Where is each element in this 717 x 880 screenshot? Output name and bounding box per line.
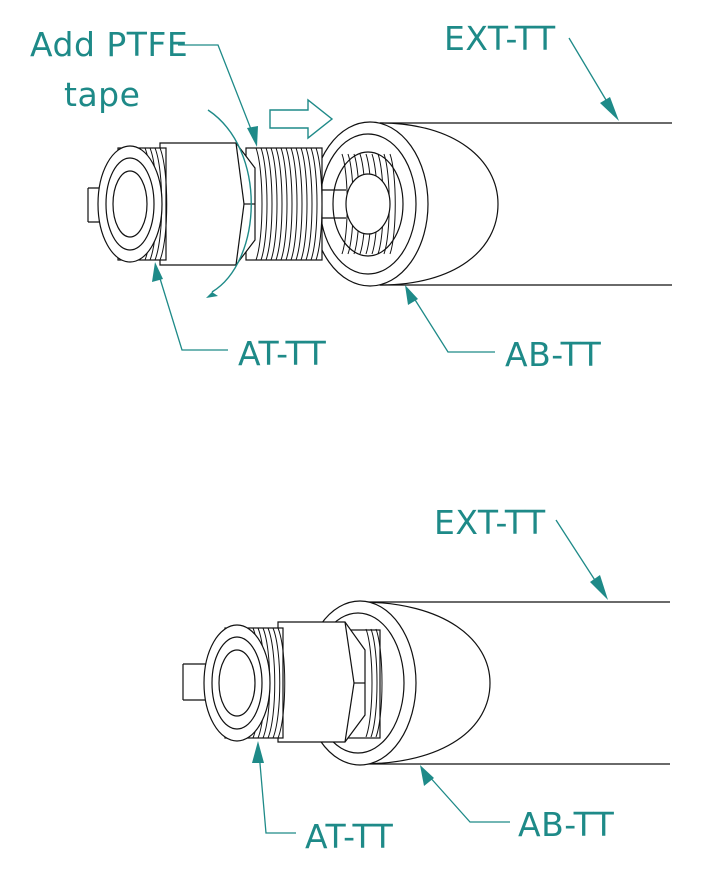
thread-ridge — [260, 147, 268, 261]
thread-ridge — [365, 628, 373, 738]
ab-bushing-top — [311, 121, 429, 287]
leader-at-bottom — [252, 741, 296, 834]
label-at-tt-bottom: AT-TT — [305, 817, 394, 856]
top-assembly: Add PTFE tape EXT-TT AT-TT AB-TT — [30, 19, 672, 374]
bottom-assembly: EXT-TT AT-TT AB-TT — [182, 503, 670, 856]
label-ab-tt-top: AB-TT — [505, 335, 602, 374]
thread-ridge — [285, 147, 293, 261]
thread-ridge — [310, 147, 318, 261]
instruction-tape: tape — [64, 75, 140, 114]
label-ab-tt-bottom: AB-TT — [518, 805, 615, 844]
label-ext-tt-bottom: EXT-TT — [434, 503, 546, 542]
thread-ridge — [265, 147, 273, 261]
instruction-add-ptfe: Add PTFE — [30, 25, 188, 64]
thread-ridge — [277, 627, 286, 739]
thread-ridge — [267, 627, 276, 739]
ptfe-wrap-arrow — [206, 109, 252, 298]
label-ext-tt-top: EXT-TT — [444, 19, 556, 58]
thread-ridge — [159, 147, 168, 261]
leader-at-top — [152, 262, 228, 351]
label-at-tt-top: AT-TT — [238, 334, 327, 373]
leader-ptfe — [178, 44, 258, 147]
at-adapter-top — [87, 142, 323, 266]
push-direction-arrow — [269, 98, 334, 140]
leader-ab-top — [405, 285, 495, 353]
at-adapter-bottom — [182, 621, 383, 743]
thread-ridge — [315, 147, 323, 261]
thread-ridge — [389, 153, 396, 255]
thread-ridge — [270, 147, 278, 261]
thread-ridge — [305, 147, 313, 261]
thread-ridge — [375, 628, 383, 738]
thread-ridge — [295, 147, 303, 261]
thread-ridge — [275, 147, 283, 261]
thread-ridge — [255, 147, 263, 261]
thread-ridge — [300, 147, 308, 261]
thread-ridge — [280, 147, 288, 261]
thread-ridge — [290, 147, 298, 261]
leader-ext-top — [568, 37, 619, 121]
leader-ab-bottom — [420, 765, 510, 823]
leader-ext-bottom — [555, 519, 608, 600]
thread-ridge — [370, 628, 378, 738]
thread-ridge — [272, 627, 281, 739]
